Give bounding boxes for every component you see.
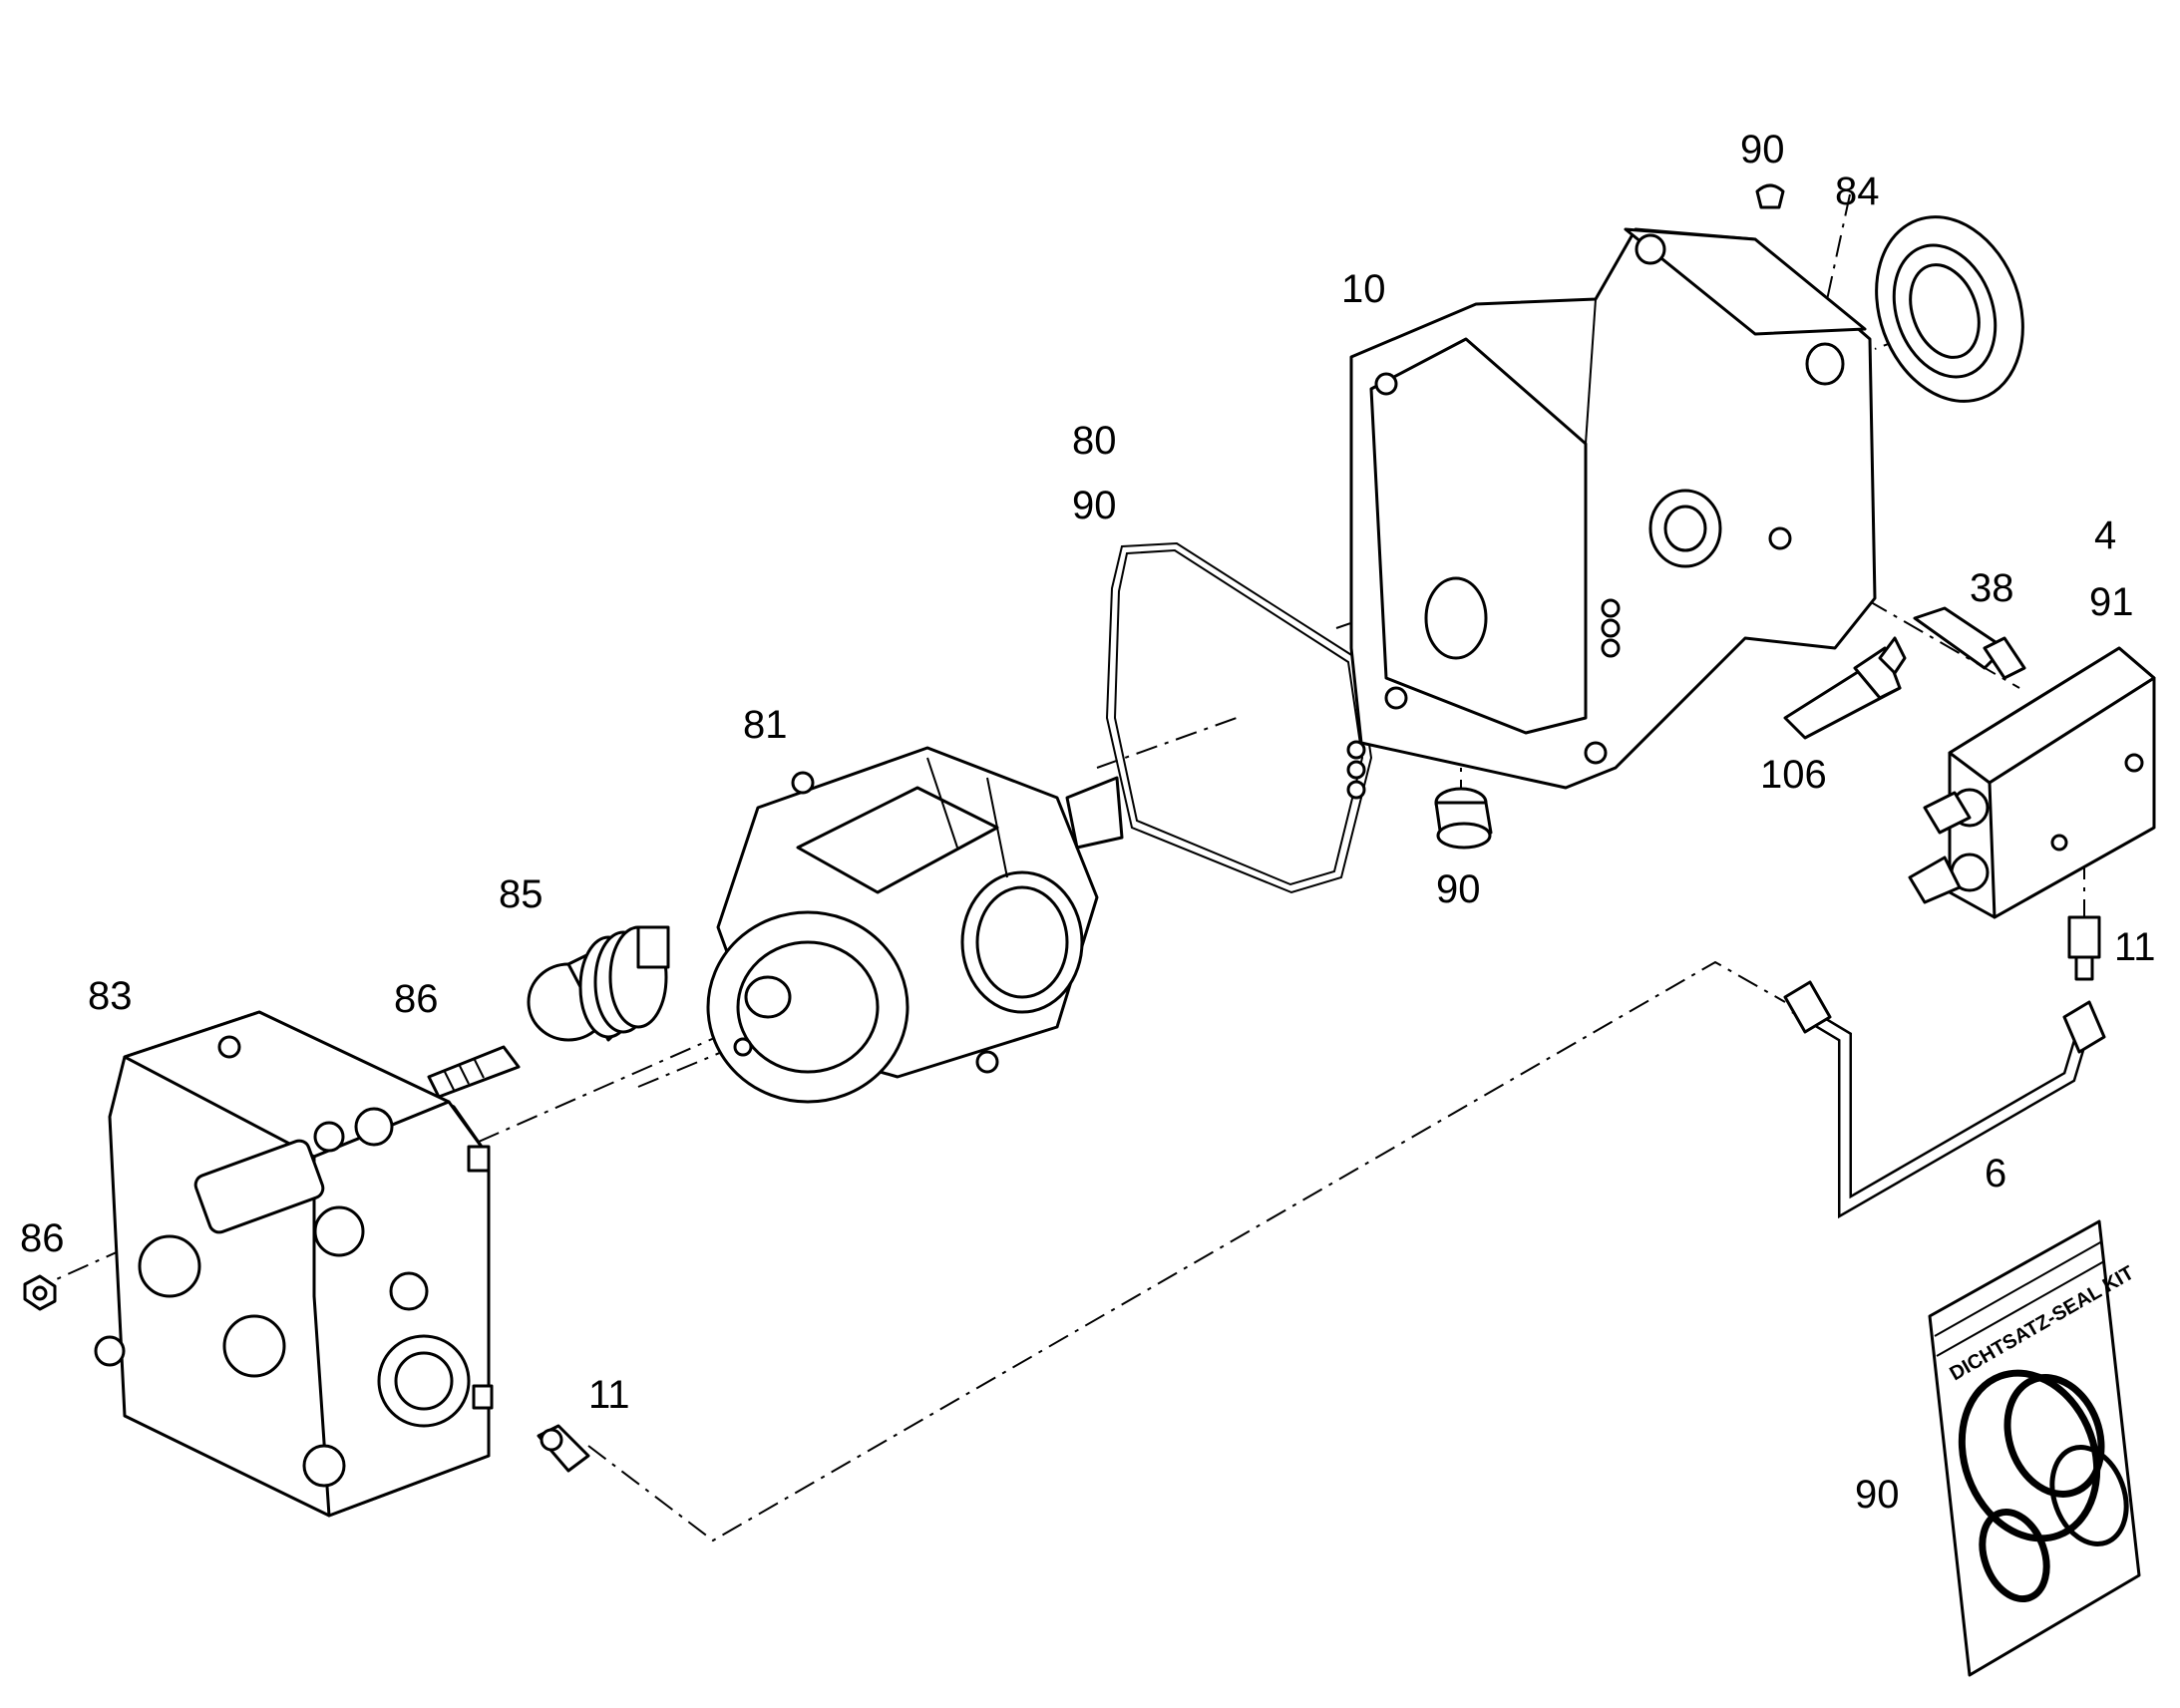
label-83: 83 (88, 974, 133, 1018)
label-85: 85 (499, 872, 544, 916)
plug-90-bottom (1434, 787, 1493, 850)
label-81: 81 (743, 703, 788, 747)
label-11-right: 11 (2114, 925, 2156, 969)
piston-85 (527, 925, 670, 1042)
label-4: 4 (2094, 513, 2116, 557)
label-90-plug: 90 (1436, 867, 1481, 911)
label-11-bottom: 11 (588, 1373, 630, 1417)
threaded-pin-86 (427, 1045, 521, 1099)
pipe-6 (1783, 980, 2106, 1219)
shaft-seal-84 (1875, 215, 2024, 403)
housing-10 (1349, 227, 1877, 790)
label-6: 6 (1985, 1152, 2006, 1196)
label-86-top: 86 (394, 977, 439, 1021)
part-labels: 90 84 10 80 90 4 38 91 81 106 90 85 83 8… (20, 128, 2156, 1517)
valve-block-4 (1908, 646, 2156, 919)
label-38: 38 (1970, 566, 2014, 610)
fitting-11-bottom (537, 1424, 590, 1473)
label-80: 80 (1072, 419, 1117, 463)
label-90-oring: 90 (1072, 484, 1117, 527)
label-106: 106 (1760, 753, 1827, 797)
label-90-kit: 90 (1855, 1473, 1900, 1517)
label-86-left: 86 (20, 1216, 65, 1260)
plug-90-top (1755, 183, 1785, 209)
cartridge-38 (1913, 606, 2026, 680)
fitting-11-right (2067, 915, 2101, 981)
seal-kit-bag-90: DICHTSATZ-SEAL KIT (1928, 1219, 2141, 1677)
nut-86 (23, 1274, 57, 1311)
label-84: 84 (1835, 170, 1880, 213)
label-10: 10 (1341, 267, 1386, 311)
label-91: 91 (2089, 580, 2134, 624)
sealant-tube-106 (1783, 636, 1907, 740)
rotary-group-81 (706, 746, 1124, 1104)
control-valve-block (94, 1010, 494, 1518)
o-ring-gasket-80 (1105, 541, 1373, 894)
label-90-top: 90 (1740, 128, 1785, 171)
